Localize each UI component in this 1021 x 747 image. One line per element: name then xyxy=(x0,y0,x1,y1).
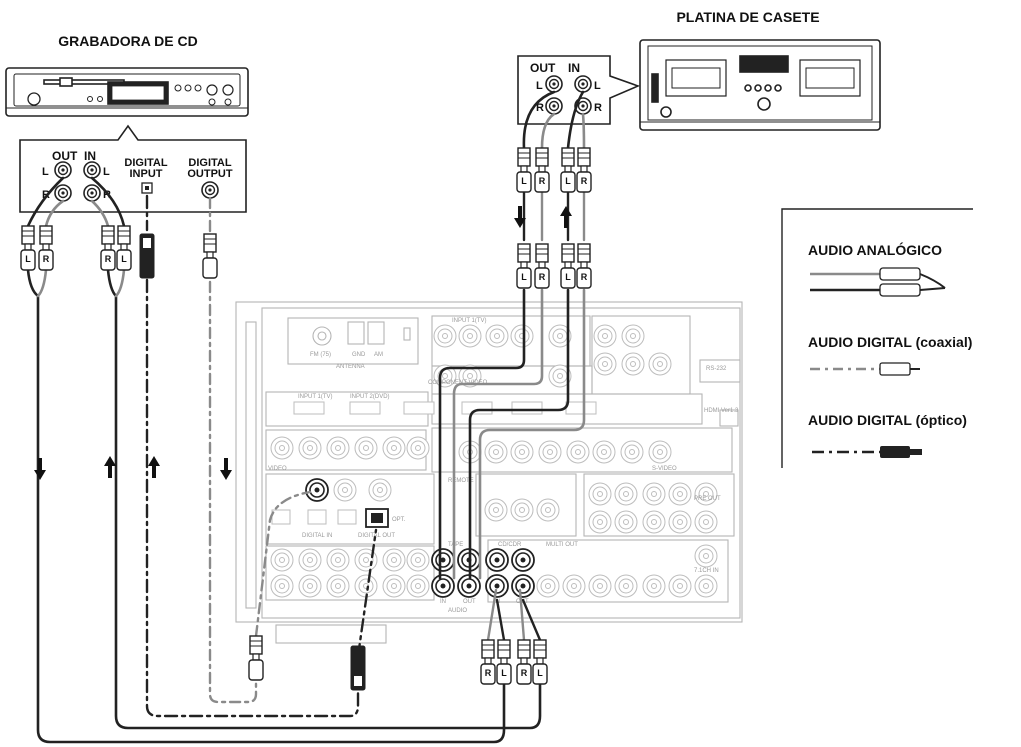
svg-text:INPUT 1(TV): INPUT 1(TV) xyxy=(298,394,333,400)
svg-text:L: L xyxy=(501,668,507,678)
svg-text:L: L xyxy=(594,80,601,92)
svg-text:OUT: OUT xyxy=(463,599,476,605)
cd-recorder-device xyxy=(6,68,248,116)
svg-text:7.1CH IN: 7.1CH IN xyxy=(694,568,719,574)
svg-text:R: R xyxy=(485,668,492,678)
cd-analog-plugs xyxy=(21,226,131,270)
svg-text:R: R xyxy=(521,668,528,678)
receiver-coaxial-in-jack xyxy=(306,479,328,501)
svg-text:L: L xyxy=(521,176,527,186)
legend-analog-label: AUDIO ANALÓGICO xyxy=(808,241,942,258)
svg-text:L: L xyxy=(521,272,527,282)
cassette-analog-plugs xyxy=(517,148,591,288)
svg-text:INPUT: INPUT xyxy=(130,168,163,180)
svg-text:AM: AM xyxy=(374,352,383,358)
svg-text:CD/CDR: CD/CDR xyxy=(498,542,522,548)
arrow-up-icon xyxy=(148,456,160,478)
svg-text:FM (75): FM (75) xyxy=(310,352,331,358)
svg-text:L: L xyxy=(537,668,543,678)
svg-text:PRE OUT: PRE OUT xyxy=(694,496,721,502)
receiver-cdcdr-jacks xyxy=(486,549,534,597)
arrow-up-icon xyxy=(104,456,116,478)
svg-text:L: L xyxy=(565,272,571,282)
svg-text:DIGITAL OUT: DIGITAL OUT xyxy=(358,533,395,539)
arrow-up-icon xyxy=(560,206,572,228)
legend-optical-label: AUDIO DIGITAL (óptico) xyxy=(808,412,967,428)
svg-text:IN: IN xyxy=(440,599,446,605)
cd-recorder-title: GRABADORA DE CD xyxy=(58,33,197,49)
svg-text:OPT.: OPT. xyxy=(392,517,406,523)
svg-text:RS-232: RS-232 xyxy=(706,366,727,372)
svg-text:R: R xyxy=(539,272,546,282)
svg-text:HDMI Ver1.3: HDMI Ver1.3 xyxy=(704,408,739,414)
svg-text:IN: IN xyxy=(84,149,96,163)
svg-text:S-VIDEO: S-VIDEO xyxy=(652,466,677,472)
svg-text:OUT: OUT xyxy=(530,61,556,75)
svg-text:MULTI OUT: MULTI OUT xyxy=(546,542,578,548)
cassette-deck-title: PLATINA DE CASETE xyxy=(676,9,819,25)
svg-text:GND: GND xyxy=(352,352,366,358)
arrow-down-icon xyxy=(220,458,232,480)
svg-text:AUDIO: AUDIO xyxy=(448,608,467,614)
svg-text:L: L xyxy=(121,254,127,264)
svg-text:L: L xyxy=(42,166,49,178)
svg-text:OUT: OUT xyxy=(52,149,78,163)
svg-text:R: R xyxy=(581,176,588,186)
svg-text:DIGITAL IN: DIGITAL IN xyxy=(302,533,332,539)
svg-text:R: R xyxy=(594,102,602,114)
svg-text:L: L xyxy=(536,80,543,92)
cassette-deck-device xyxy=(640,40,880,130)
svg-text:VIDEO: VIDEO xyxy=(268,466,287,472)
svg-text:L: L xyxy=(103,166,110,178)
svg-text:INPUT 2(DVD): INPUT 2(DVD) xyxy=(350,394,390,400)
svg-text:OUTPUT: OUTPUT xyxy=(187,168,233,180)
svg-text:L: L xyxy=(565,176,571,186)
svg-text:TAPE: TAPE xyxy=(448,542,463,548)
svg-text:INPUT 1(TV): INPUT 1(TV) xyxy=(452,318,487,324)
svg-text:ANTENNA: ANTENNA xyxy=(336,364,365,370)
legend-analog-swatch xyxy=(810,268,945,296)
svg-text:R: R xyxy=(105,254,112,264)
legend-optical-swatch xyxy=(812,446,922,458)
legend-coaxial-swatch xyxy=(810,363,920,375)
arrow-down-icon xyxy=(34,458,46,480)
svg-text:R: R xyxy=(581,272,588,282)
legend-coaxial-label: AUDIO DIGITAL (coaxial) xyxy=(808,334,972,350)
svg-text:R: R xyxy=(539,176,546,186)
svg-text:IN: IN xyxy=(568,61,580,75)
svg-text:L: L xyxy=(25,254,31,264)
legend: AUDIO ANALÓGICO AUDIO DIGITAL (coaxial) … xyxy=(782,209,973,468)
svg-text:R: R xyxy=(43,254,50,264)
receiver-optical-out-jack xyxy=(366,509,388,527)
